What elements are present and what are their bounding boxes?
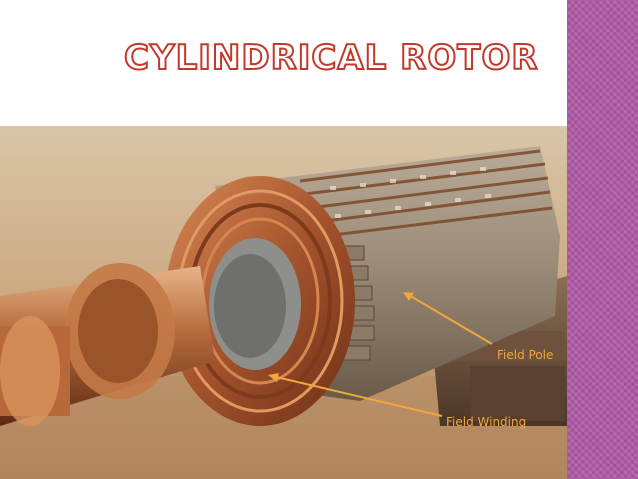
slide-title: CYLINDRICAL ROTOR bbox=[123, 37, 539, 79]
decorative-side-bar bbox=[567, 0, 638, 479]
field-pole-label: Field Pole bbox=[497, 348, 553, 362]
field-winding-arrow bbox=[271, 375, 443, 417]
field-winding-label: Field Winding bbox=[446, 415, 526, 429]
field-pole-arrow bbox=[406, 293, 493, 345]
rotor-photo: Field Pole Field Winding bbox=[0, 126, 567, 479]
